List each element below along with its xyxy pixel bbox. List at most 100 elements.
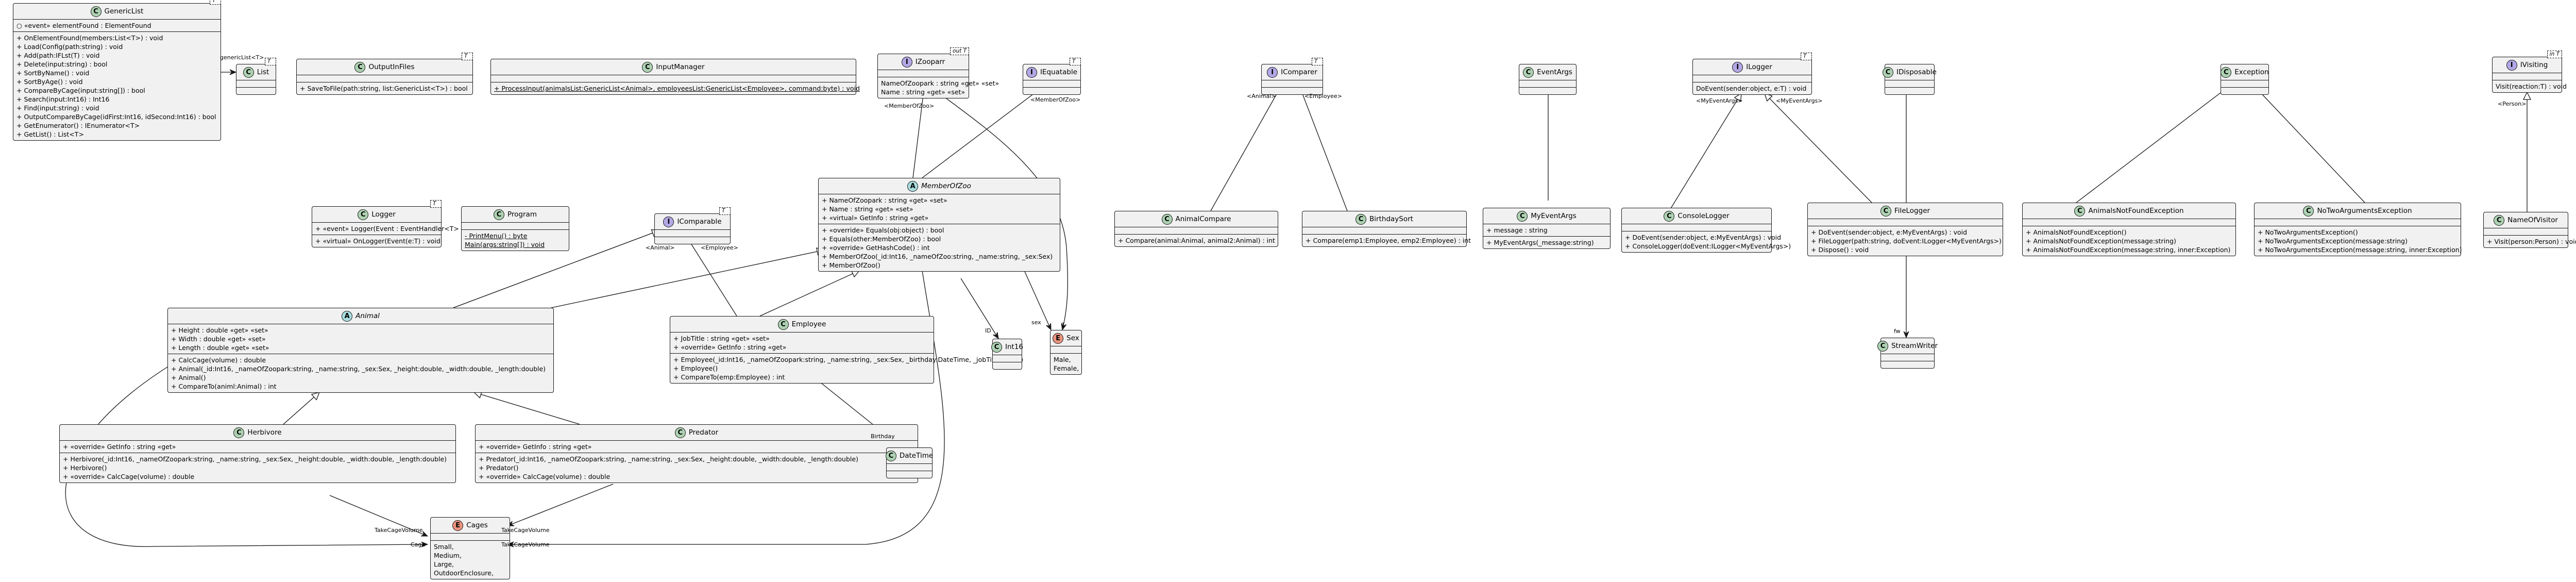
member-line: + Dispose() : void	[1811, 246, 1869, 254]
class-badge-icon: C	[1523, 66, 1534, 78]
class-fields	[1885, 80, 1934, 87]
type-parameter: T	[1070, 58, 1081, 65]
class-methods: + Herbivore(_id:Int16, _nameOfZoopark:st…	[60, 453, 455, 483]
member-line: Female,	[1054, 364, 1079, 372]
class-fields	[655, 229, 730, 237]
member-line: NameOfZoopark : string «get» «set»	[881, 79, 999, 87]
class-name: OutputInFiles	[368, 62, 415, 71]
member-line: + Herbivore(_id:Int16, _nameOfZoopark:st…	[63, 455, 447, 463]
member-line: + «override» Equals(obj:object) : bool	[822, 226, 944, 234]
member-line: + Equals(other:MemberOfZoo) : bool	[822, 235, 941, 243]
member-line: + Length : double «get» «set»	[171, 344, 269, 352]
class-badge-icon: C	[358, 209, 369, 220]
class-methods	[1302, 227, 1466, 234]
class-fields: + «event» Logger(Event : EventHandler<T>	[312, 222, 459, 235]
member-line: - PrintMenu() : byte	[465, 232, 528, 240]
class-badge-icon: C	[2074, 205, 2086, 217]
class-fields: + JobTitle : string «get» «set»+ «overri…	[670, 332, 934, 353]
class-methods	[2484, 228, 2568, 235]
class-methods	[2255, 219, 2461, 226]
member-line: + Name : string «get» «set»	[822, 205, 913, 213]
type-parameter: in T	[2547, 51, 2562, 58]
class-name: BirthdaySort	[1369, 214, 1413, 223]
member-line: + Animal(_id:Int16, _nameOfZoopark:strin…	[171, 365, 546, 373]
class-name: IZooparr	[915, 57, 945, 66]
member-line: OutdoorEnclosure,	[434, 569, 494, 577]
member-line: ○ «event» elementFound : ElementFound	[16, 22, 151, 29]
class-badge-icon: C	[777, 319, 789, 330]
class-methods: + MyEventArgs(_message:string)	[1483, 236, 1610, 248]
class-methods: + Employee(_id:Int16, _nameOfZoopark:str…	[670, 353, 1023, 383]
type-parameter: T	[462, 53, 473, 60]
abstract-badge-icon: A	[342, 310, 353, 322]
class-fields: + DoEvent(sender:object, e:MyEventArgs) …	[1808, 226, 2003, 256]
class-badge-icon: C	[991, 341, 1002, 353]
member-line: + NoTwoArgumentsException(message:string…	[2258, 246, 2462, 254]
member-line: + Compare(emp1:Employee, emp2:Employee) …	[1306, 237, 1471, 244]
class-badge-icon: C	[674, 427, 686, 438]
class-badge-icon: C	[2494, 214, 2505, 226]
class-name: EventArgs	[1537, 68, 1572, 76]
type-parameter: out T	[950, 47, 969, 55]
class-methods	[1115, 227, 1278, 234]
class-name: IEquatable	[1040, 68, 1078, 76]
member-line: + Load(Config(path:string) : void	[16, 43, 123, 51]
member-line: + «override» CalcCage(volume) : double	[63, 473, 195, 480]
class-methods	[2023, 219, 2235, 226]
relation-label: <MyEventArgs>	[1696, 97, 1743, 104]
class-name: ConsoleLogger	[1677, 211, 1730, 220]
relation-label: genericList<T>	[220, 54, 264, 61]
member-line: + «event» Logger(Event : EventHandler<T>	[315, 225, 459, 232]
member-line: + JobTitle : string «get» «set»	[673, 335, 770, 342]
class-fields: + Compare(animal:Animal, animal2:Animal)…	[1115, 234, 1278, 246]
member-line: + ConsoleLogger(doEvent:ILogger<MyEventA…	[1625, 242, 1791, 250]
class-name: Animal	[355, 311, 380, 320]
class-badge-icon: C	[354, 61, 366, 73]
member-line: + SaveToFile(path:string, list:GenericLi…	[300, 85, 468, 92]
type-parameter: T	[1801, 53, 1812, 60]
type-parameter: T	[1312, 58, 1323, 65]
class-fields	[1262, 80, 1323, 87]
member-line: + CompareByCage(input:string[]) : bool	[16, 87, 145, 94]
class-name: List	[257, 68, 269, 76]
class-fields	[887, 463, 932, 471]
member-line: + OutputCompareByCage(idFirst:Int16, idS…	[16, 113, 216, 121]
class-badge-icon: C	[90, 6, 101, 17]
member-line: + «override» GetInfo : string «get»	[63, 443, 176, 451]
interface-badge-icon: I	[901, 56, 912, 68]
member-line: + MyEventArgs(_message:string)	[1486, 239, 1594, 246]
class-fields: + NoTwoArgumentsException()+ NoTwoArgume…	[2255, 226, 2462, 256]
class-name: Herbivore	[247, 428, 282, 437]
relation-label: <Animal>	[1247, 93, 1276, 99]
class-methods: + Predator(_id:Int16, _nameOfZoopark:str…	[476, 453, 918, 483]
relation-label: Cage	[411, 541, 426, 548]
member-line: Main(args:string[]) : void	[465, 241, 545, 248]
class-badge-icon: C	[1517, 210, 1528, 222]
member-line: + «override» GetInfo : string «get»	[479, 443, 592, 451]
